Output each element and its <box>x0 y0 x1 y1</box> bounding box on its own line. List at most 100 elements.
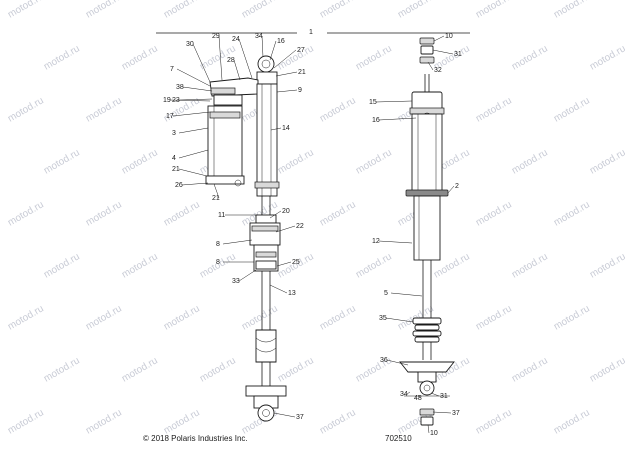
callout-label: 4 <box>172 155 176 162</box>
callout-leader-line <box>275 225 296 233</box>
watermark-text: motod.ru <box>162 407 202 436</box>
callout-label: 21 <box>298 69 306 76</box>
callout-label: 8 <box>216 241 220 248</box>
watermark-text: motod.ru <box>42 251 82 280</box>
callout-leader-line <box>178 168 208 177</box>
callout-label: 7 <box>170 66 174 73</box>
callout-leader-line <box>273 49 297 69</box>
callout-label: 32 <box>434 67 442 74</box>
watermark-text: motod.ru <box>510 147 550 176</box>
watermark-text: motod.ru <box>474 407 514 436</box>
callout-leader-line <box>427 424 430 434</box>
callout-leader-line <box>375 100 413 103</box>
callout-leader-line <box>276 261 292 267</box>
callout-leader-line <box>182 86 213 92</box>
callout-leader-line <box>222 239 253 245</box>
callout-label: 5 <box>384 290 388 297</box>
callout-label: 31 <box>454 51 462 58</box>
watermark-text: motod.ru <box>588 43 625 72</box>
callout-leader-line <box>178 149 209 159</box>
watermark-text: motod.ru <box>120 43 160 72</box>
callout-label: 28 <box>227 57 235 64</box>
watermark-text: motod.ru <box>120 355 160 384</box>
watermark-text: motod.ru <box>6 0 46 21</box>
left-shock-assembly <box>205 55 287 422</box>
part-number-text: 702510 <box>385 434 412 443</box>
watermark-text: motod.ru <box>276 43 316 72</box>
callout-leader-line <box>269 210 282 219</box>
callout-label: 26 <box>175 182 183 189</box>
callout-leader-line <box>213 183 220 199</box>
callout-label: 27 <box>297 47 305 54</box>
watermark-text: motod.ru <box>198 355 238 384</box>
watermark-text: motod.ru <box>6 95 46 124</box>
watermark-text: motod.ru <box>552 303 592 332</box>
callout-leader-line <box>273 412 296 418</box>
callout-leader-line <box>238 38 253 79</box>
callout-leader-line <box>169 99 211 102</box>
callout-label: 30 <box>186 41 194 48</box>
callout-leader-line <box>261 35 264 58</box>
watermark-text: motod.ru <box>240 303 280 332</box>
callout-label: 20 <box>282 208 290 215</box>
watermark-text: motod.ru <box>588 251 625 280</box>
callout-leader-line <box>427 61 434 71</box>
callout-label: 38 <box>176 84 184 91</box>
watermark-text: motod.ru <box>42 43 82 72</box>
watermark-text: motod.ru <box>318 95 358 124</box>
watermark-text: motod.ru <box>474 199 514 228</box>
callout-leader-line <box>270 127 282 131</box>
watermark-text: motod.ru <box>84 199 124 228</box>
callout-label: 29 <box>212 33 220 40</box>
callout-leader-line <box>378 240 413 244</box>
watermark-text: motod.ru <box>552 0 592 21</box>
callout-leader-line <box>390 292 423 297</box>
watermark-text: motod.ru <box>42 147 82 176</box>
watermark-text: motod.ru <box>318 303 358 332</box>
callout-label: 16 <box>372 117 380 124</box>
watermark-text: motod.ru <box>6 199 46 228</box>
callout-label: 14 <box>282 125 290 132</box>
callout-label: 34 <box>400 391 408 398</box>
watermark-text: motod.ru <box>84 407 124 436</box>
callout-leader-line <box>218 35 223 81</box>
callout-label: 37 <box>296 414 304 421</box>
callout-label: 35 <box>379 315 387 322</box>
callout-leader-line <box>178 127 209 134</box>
callout-label: 37 <box>452 410 460 417</box>
callout-leader-line <box>192 43 211 83</box>
callout-leader-line <box>430 392 440 397</box>
callout-label: 36 <box>380 357 388 364</box>
callout-leader-line <box>176 68 211 87</box>
copyright-text: © 2018 Polaris Industries Inc. <box>143 434 248 443</box>
callout-leader-line <box>433 35 445 42</box>
callout-label: 9 <box>298 87 302 94</box>
callout-label: 34 <box>255 33 263 40</box>
watermark-text: motod.ru <box>552 199 592 228</box>
watermark-text: motod.ru <box>162 199 202 228</box>
watermark-text: motod.ru <box>474 95 514 124</box>
callout-leader-line <box>406 391 411 395</box>
callout-leader-line <box>181 182 209 186</box>
watermark-text: motod.ru <box>588 355 625 384</box>
callout-leader-line <box>269 40 277 61</box>
callout-label: 19 <box>163 97 171 104</box>
callout-leader-line <box>432 411 452 414</box>
watermark-text: motod.ru <box>162 0 202 21</box>
watermark-text: motod.ru <box>474 0 514 21</box>
callout-leader-line <box>417 394 422 399</box>
callout-label: 2 <box>455 183 459 190</box>
callout-label: 24 <box>232 36 240 43</box>
callout-label: 13 <box>288 290 296 297</box>
watermark-text: motod.ru <box>162 303 202 332</box>
watermark-text: motod.ru <box>240 0 280 21</box>
watermark-text: motod.ru <box>510 251 550 280</box>
callout-label: 15 <box>369 99 377 106</box>
right-shock-assembly <box>399 37 455 426</box>
callout-label: 33 <box>232 278 240 285</box>
